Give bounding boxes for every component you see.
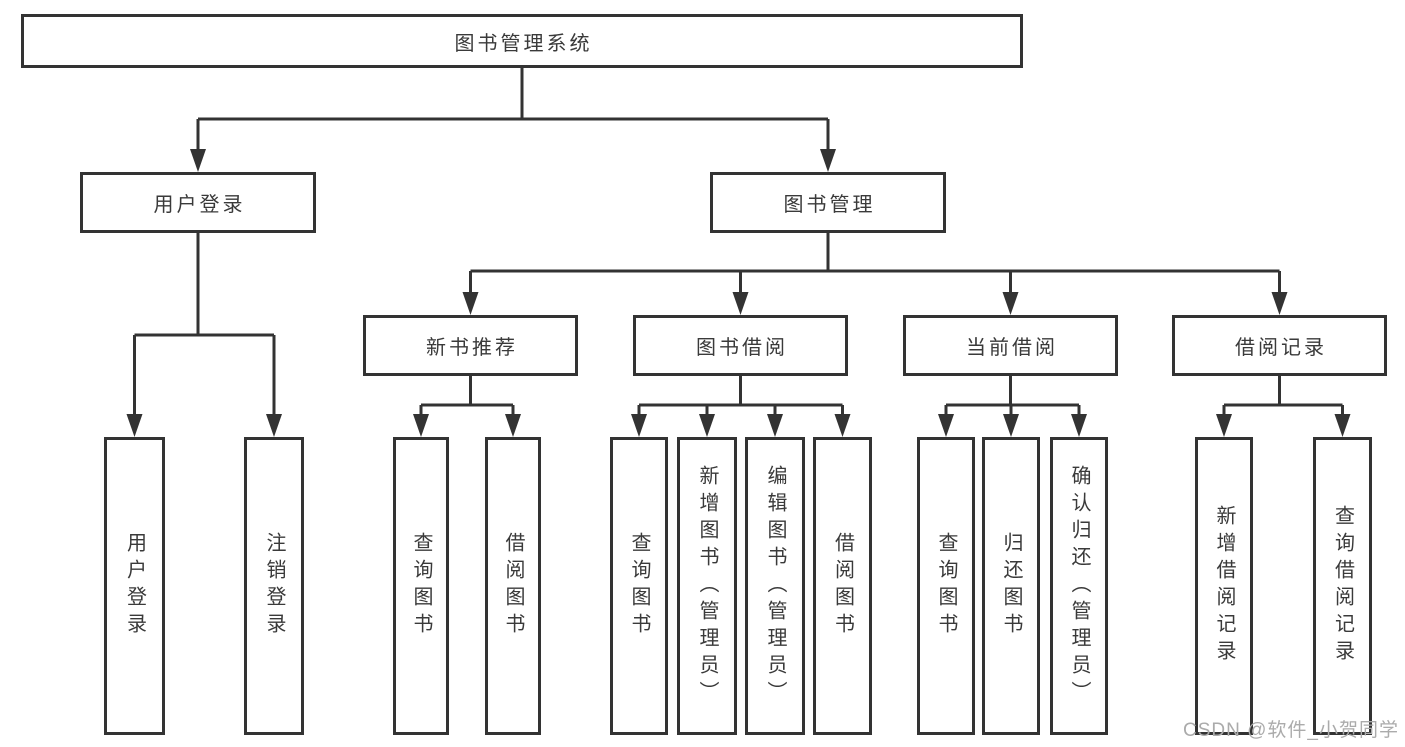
arrowhead — [1071, 414, 1087, 437]
node-book-management: 图书管理 — [710, 172, 946, 233]
arrowhead — [1002, 292, 1019, 315]
node-borrow-records: 借阅记录 — [1172, 315, 1387, 376]
arrowhead — [834, 414, 851, 437]
arrowhead — [190, 149, 206, 172]
leaf-current-return-book: 归还图书 — [982, 437, 1040, 735]
leaf-current-confirm-return-admin: 确认归还（管理员） — [1050, 437, 1108, 735]
node-user-login: 用户登录 — [80, 172, 316, 233]
leaf-borrow-edit-book-admin: 编辑图书（管理员） — [745, 437, 805, 735]
arrowhead — [413, 414, 429, 437]
leaf-current-query-book: 查询图书 — [917, 437, 975, 735]
leaf-borrow-query-book: 查询图书 — [610, 437, 668, 735]
node-book-borrow: 图书借阅 — [633, 315, 848, 376]
leaf-recommend-borrow-book: 借阅图书 — [485, 437, 541, 735]
leaf-user-login: 用户登录 — [104, 437, 165, 735]
arrowhead — [1003, 414, 1019, 437]
node-new-book-recommend: 新书推荐 — [363, 315, 578, 376]
leaf-records-add-record: 新增借阅记录 — [1195, 437, 1253, 735]
leaf-recommend-query-book: 查询图书 — [393, 437, 449, 735]
arrowhead — [1216, 414, 1232, 437]
arrowheads — [126, 149, 1351, 437]
arrowhead — [699, 414, 715, 437]
arrowhead — [462, 292, 479, 315]
connector-recommend-to-leaves — [419, 376, 515, 415]
node-root-system: 图书管理系统 — [21, 14, 1023, 68]
arrowhead — [938, 414, 954, 437]
leaf-logout: 注销登录 — [244, 437, 304, 735]
arrowhead — [1334, 414, 1351, 437]
connector-current-to-leaves — [944, 376, 1081, 415]
arrowhead — [631, 414, 647, 437]
csdn-watermark: CSDN @软件_小贺同学 — [1183, 720, 1399, 741]
leaf-records-query-record: 查询借阅记录 — [1313, 437, 1372, 735]
arrowhead — [1271, 292, 1288, 315]
arrowhead — [732, 292, 749, 315]
connector-login-to-leaves — [133, 233, 276, 415]
arrowhead — [767, 414, 783, 437]
connector-records-to-leaves — [1222, 376, 1344, 415]
arrowhead — [126, 414, 143, 437]
connector-mgmt-to-level3 — [469, 233, 1281, 293]
arrowhead — [820, 149, 836, 172]
connector-root-to-level2 — [196, 67, 830, 150]
connector-borrow-to-leaves — [637, 376, 844, 415]
leaf-borrow-add-book-admin: 新增图书（管理员） — [677, 437, 737, 735]
leaf-borrow-borrow-book: 借阅图书 — [813, 437, 872, 735]
node-current-borrow: 当前借阅 — [903, 315, 1118, 376]
arrowhead — [266, 414, 282, 437]
arrowhead — [505, 414, 521, 437]
